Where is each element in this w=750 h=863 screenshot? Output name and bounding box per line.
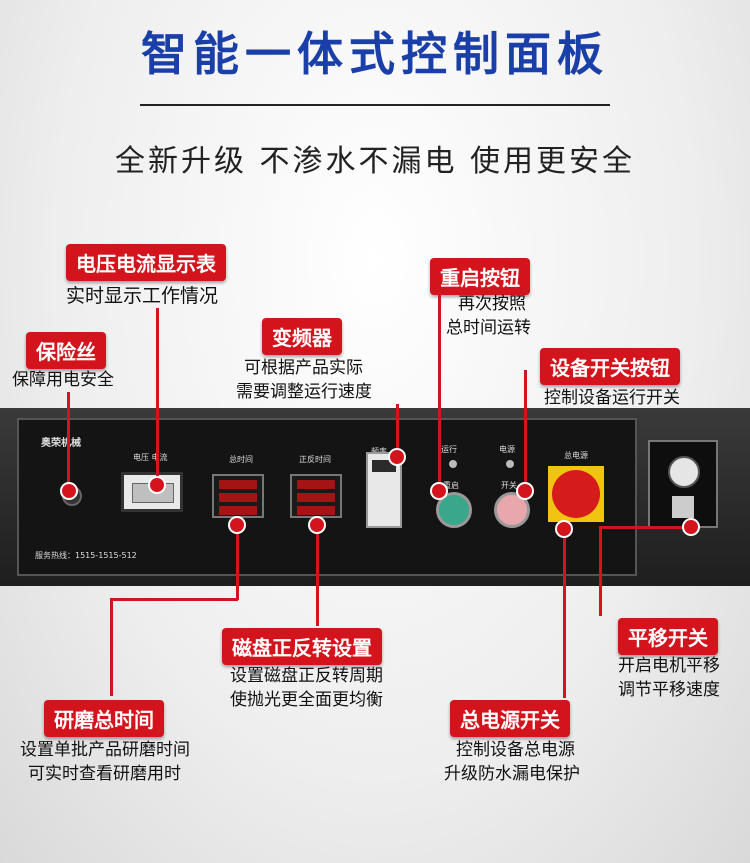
- leader-line: [438, 280, 441, 488]
- main-power-label: 总电源: [564, 451, 588, 460]
- leader-line: [67, 392, 70, 488]
- grind-total-timer[interactable]: [212, 474, 264, 518]
- power-indicator-light: [506, 460, 514, 468]
- disc-reverse-timer[interactable]: [290, 474, 342, 518]
- leader-line: [316, 526, 319, 626]
- voltage-current-meter: [121, 472, 183, 512]
- callout-shift-switch-tag: 平移开关: [618, 618, 718, 655]
- switch-label: 开关: [501, 481, 517, 490]
- callout-inverter-desc-1: 可根据产品实际: [244, 358, 363, 378]
- callout-meter-desc: 实时显示工作情况: [66, 285, 219, 307]
- leader-dot: [62, 484, 76, 498]
- leader-dot: [518, 484, 532, 498]
- leader-dot: [310, 518, 324, 532]
- callout-meter-tag: 电压电流显示表: [66, 244, 226, 281]
- leader-dot: [150, 478, 164, 492]
- callout-restart-desc-2: 总时间运转: [446, 318, 531, 338]
- callout-power-button-tag: 设备开关按钮: [540, 348, 680, 385]
- leader-line: [563, 530, 566, 698]
- meter-label: 电压 电流: [133, 453, 168, 462]
- page-subtitle: 全新升级 不渗水不漏电 使用更安全: [114, 144, 636, 179]
- callout-grind-time-desc-2: 可实时查看研磨用时: [28, 764, 181, 784]
- leader-dot: [230, 518, 244, 532]
- leader-dot: [557, 522, 571, 536]
- callout-main-power-tag: 总电源开关: [450, 700, 570, 737]
- timer1-label: 总时间: [229, 455, 253, 464]
- run-indicator-light: [449, 460, 457, 468]
- panel-phone: 服务热线：1515-1515-512: [35, 551, 137, 560]
- callout-disc-reverse-tag: 磁盘正反转设置: [222, 628, 382, 665]
- leader-line: [110, 598, 238, 601]
- callout-inverter-tag: 变频器: [262, 318, 342, 355]
- leader-line: [599, 526, 691, 529]
- callout-fuse-desc: 保障用电安全: [12, 370, 114, 390]
- main-power-rotary-switch[interactable]: [548, 466, 604, 522]
- run-label: 运行: [441, 445, 457, 454]
- power-switch-button[interactable]: [494, 492, 530, 528]
- leader-dot: [390, 450, 404, 464]
- leader-line: [110, 598, 113, 696]
- callout-disc-reverse-desc-1: 设置磁盘正反转周期: [230, 666, 383, 686]
- panel-brand: 奥荣机械: [41, 438, 81, 449]
- callout-fuse-tag: 保险丝: [26, 332, 106, 369]
- page-title: 智能一体式控制面板: [141, 27, 609, 81]
- leader-line: [236, 526, 239, 600]
- power-label: 电源: [499, 445, 515, 454]
- callout-grind-time-tag: 研磨总时间: [44, 700, 164, 737]
- callout-shift-switch-desc-1: 开启电机平移: [618, 656, 720, 676]
- timer2-label: 正反时间: [299, 455, 331, 464]
- callout-main-power-desc-1: 控制设备总电源: [456, 740, 575, 760]
- restart-button[interactable]: [436, 492, 472, 528]
- leader-line: [599, 528, 602, 616]
- callout-inverter-desc-2: 需要调整运行速度: [236, 382, 372, 402]
- callout-disc-reverse-desc-2: 使抛光更全面更均衡: [230, 690, 383, 710]
- callout-main-power-desc-2: 升级防水漏电保护: [444, 764, 580, 784]
- leader-dot: [684, 520, 698, 534]
- leader-line: [396, 404, 399, 454]
- leader-dot: [432, 484, 446, 498]
- inverter-unit[interactable]: [366, 452, 402, 528]
- callout-restart-tag: 重启按钮: [430, 258, 530, 295]
- title-divider: [140, 104, 610, 106]
- callout-shift-switch-desc-2: 调节平移速度: [618, 680, 720, 700]
- shift-speed-controller[interactable]: [648, 440, 718, 528]
- callout-power-button-desc: 控制设备运行开关: [544, 388, 680, 408]
- freq-label: 频率: [371, 446, 387, 457]
- callout-restart-desc-1: 再次按照: [458, 294, 526, 314]
- leader-line: [156, 308, 159, 484]
- leader-line: [524, 370, 527, 488]
- restart-label: 重启: [443, 481, 459, 490]
- callout-grind-time-desc-1: 设置单批产品研磨时间: [20, 740, 190, 760]
